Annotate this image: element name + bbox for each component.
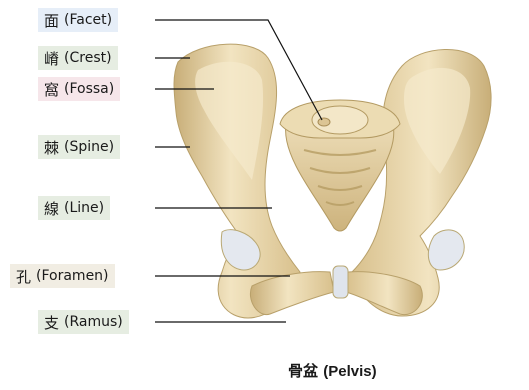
- label-fossa: 窩 (Fossa): [38, 77, 120, 101]
- figure-caption: 骨盆 (Pelvis): [288, 360, 377, 381]
- right-obturator-foramen: [428, 230, 464, 270]
- label-line: 線 (Line): [38, 196, 110, 220]
- label-crest-en: (Crest): [64, 50, 112, 66]
- caption-cjk: 骨盆: [288, 362, 318, 380]
- vertebral-facet: [318, 118, 330, 126]
- label-crest-cjk: 嵴: [44, 48, 59, 69]
- pubic-symphysis: [333, 266, 348, 298]
- caption-en: (Pelvis): [323, 363, 376, 380]
- label-fossa-cjk: 窩: [44, 79, 59, 100]
- label-line-en: (Line): [64, 200, 104, 216]
- label-facet-cjk: 面: [44, 10, 59, 31]
- label-ramus-en: (Ramus): [64, 314, 123, 330]
- label-spine-en: (Spine): [64, 139, 114, 155]
- label-crest: 嵴 (Crest): [38, 46, 118, 70]
- label-foramen-en: (Foramen): [36, 268, 109, 284]
- label-facet: 面 (Facet): [38, 8, 118, 32]
- label-ramus-cjk: 支: [44, 312, 59, 333]
- label-foramen-cjk: 孔: [16, 266, 31, 287]
- label-spine-cjk: 棘: [44, 137, 59, 158]
- label-foramen: 孔 (Foramen): [10, 264, 115, 288]
- label-fossa-en: (Fossa): [64, 81, 114, 97]
- label-facet-en: (Facet): [64, 12, 112, 28]
- label-ramus: 支 (Ramus): [38, 310, 129, 334]
- label-spine: 棘 (Spine): [38, 135, 120, 159]
- label-line-cjk: 線: [44, 198, 59, 219]
